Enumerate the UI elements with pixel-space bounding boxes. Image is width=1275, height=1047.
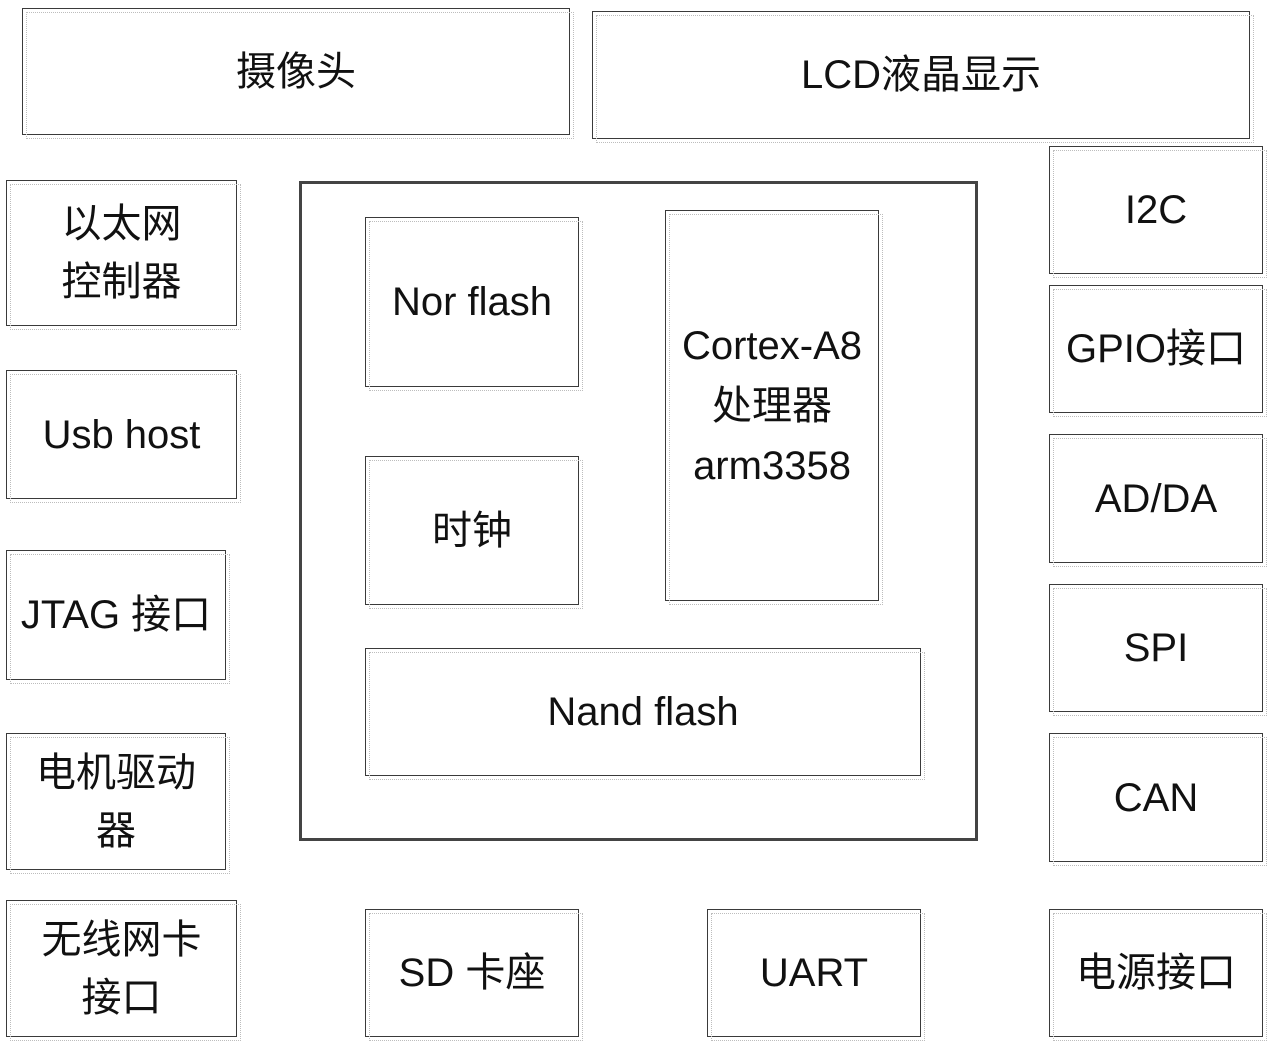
sd-card-slot-label: SD 卡座 [398, 951, 546, 995]
lcd-display-block: LCD液晶显示 [592, 11, 1254, 143]
camera-label: 摄像头 [236, 49, 356, 94]
can-label: CAN [1113, 775, 1199, 820]
uart-label: UART [759, 951, 869, 995]
i2c-label: I2C [1124, 188, 1188, 232]
uart-block: UART [707, 909, 925, 1041]
nand-flash-label: Nand flash [547, 690, 739, 734]
gpio-interface-block: GPIO接口 [1049, 285, 1267, 417]
core-board-frame [299, 181, 978, 841]
power-interface-block: 电源接口 [1049, 909, 1267, 1041]
ethernet-controller-label: 以太网 控制器 [61, 202, 182, 304]
jtag-interface-label: JTAG 接口 [20, 593, 212, 637]
wireless-nic-interface-block: 无线网卡 接口 [6, 900, 241, 1041]
clock-label: 时钟 [432, 508, 512, 553]
sd-card-slot-block: SD 卡座 [365, 909, 583, 1041]
cpu-label: Cortex-A8 处理器 arm3358 [681, 323, 863, 488]
nor-flash-block: Nor flash [365, 217, 583, 391]
cpu-block: Cortex-A8 处理器 arm3358 [665, 210, 883, 605]
can-block: CAN [1049, 733, 1267, 866]
ethernet-controller-block: 以太网 控制器 [6, 180, 241, 330]
clock-block: 时钟 [365, 456, 583, 609]
wireless-nic-interface-label: 无线网卡 接口 [41, 917, 202, 1020]
gpio-interface-label: GPIO接口 [1065, 327, 1247, 371]
adda-block: AD/DA [1049, 434, 1267, 567]
spi-label: SPI [1123, 626, 1189, 670]
motor-driver-label: 电机驱动 器 [36, 750, 196, 853]
camera-block: 摄像头 [22, 8, 574, 139]
nand-flash-block: Nand flash [365, 648, 925, 780]
usb-host-label: Usb host [42, 412, 201, 457]
usb-host-block: Usb host [6, 370, 241, 503]
lcd-display-label: LCD液晶显示 [800, 53, 1042, 97]
adda-label: AD/DA [1094, 476, 1218, 521]
spi-block: SPI [1049, 584, 1267, 716]
power-interface-label: 电源接口 [1076, 951, 1236, 995]
i2c-block: I2C [1049, 146, 1267, 278]
jtag-interface-block: JTAG 接口 [6, 550, 230, 684]
motor-driver-block: 电机驱动 器 [6, 733, 230, 874]
nor-flash-label: Nor flash [391, 280, 553, 324]
